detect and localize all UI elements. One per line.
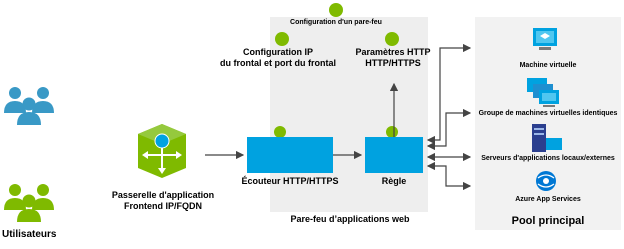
users-green-icon — [4, 184, 54, 222]
waf-label: Pare-feu d’applications web — [290, 214, 410, 224]
virtual-machine-icon — [533, 28, 557, 50]
gateway-label-line2: Frontend IP/FQDN — [124, 201, 202, 211]
listener-box — [247, 137, 333, 173]
backend-pool-panel — [475, 17, 621, 230]
backend-pool-title: Pool principal — [511, 215, 585, 227]
listener-dot — [274, 126, 286, 138]
http-params-line2: HTTP/HTTPS — [365, 58, 421, 68]
frontend-config-line2: du frontal et port du frontal — [220, 58, 336, 68]
frontend-config-label: Configuration IP du frontal et port du f… — [203, 47, 353, 69]
arrow-to-scaleset — [426, 108, 472, 151]
users-label: Utilisateurs — [2, 229, 57, 240]
rule-dot — [386, 126, 398, 138]
backend-item-vm-label: Machine virtuelle — [519, 62, 577, 69]
http-params-label: Paramètres HTTP HTTP/HTTPS — [348, 47, 438, 69]
gateway-label-line1: Passerelle d'application — [111, 190, 215, 200]
listener-label: Écouteur HTTP/HTTPS — [241, 176, 339, 186]
application-gateway-icon — [138, 124, 186, 178]
backend-item-servers-label: Serveurs d'applications locaux/externes — [481, 155, 615, 162]
frontend-config-line1: Configuration IP — [243, 47, 313, 57]
arrow-to-appservices — [426, 161, 472, 191]
http-params-dot — [385, 32, 399, 46]
vm-scale-set-icon — [527, 78, 559, 107]
firewall-config-dot — [329, 3, 343, 17]
frontend-config-dot — [275, 32, 289, 46]
gateway-label: Passerelle d'application Frontend IP/FQD… — [104, 190, 222, 212]
backend-item-scaleset-label: Groupe de machines virtuelles identiques — [478, 110, 618, 117]
firewall-config-label: Configuration d'un pare-feu — [290, 19, 382, 26]
users-blue-icon — [4, 87, 54, 125]
rule-label: Règle — [381, 176, 407, 186]
server-icon — [532, 124, 562, 152]
http-params-line1: Paramètres HTTP — [355, 47, 431, 57]
waf-panel — [270, 17, 428, 212]
backend-item-appservices-label: Azure App Services — [515, 196, 581, 203]
app-services-icon — [536, 171, 556, 191]
rule-box — [365, 137, 423, 173]
